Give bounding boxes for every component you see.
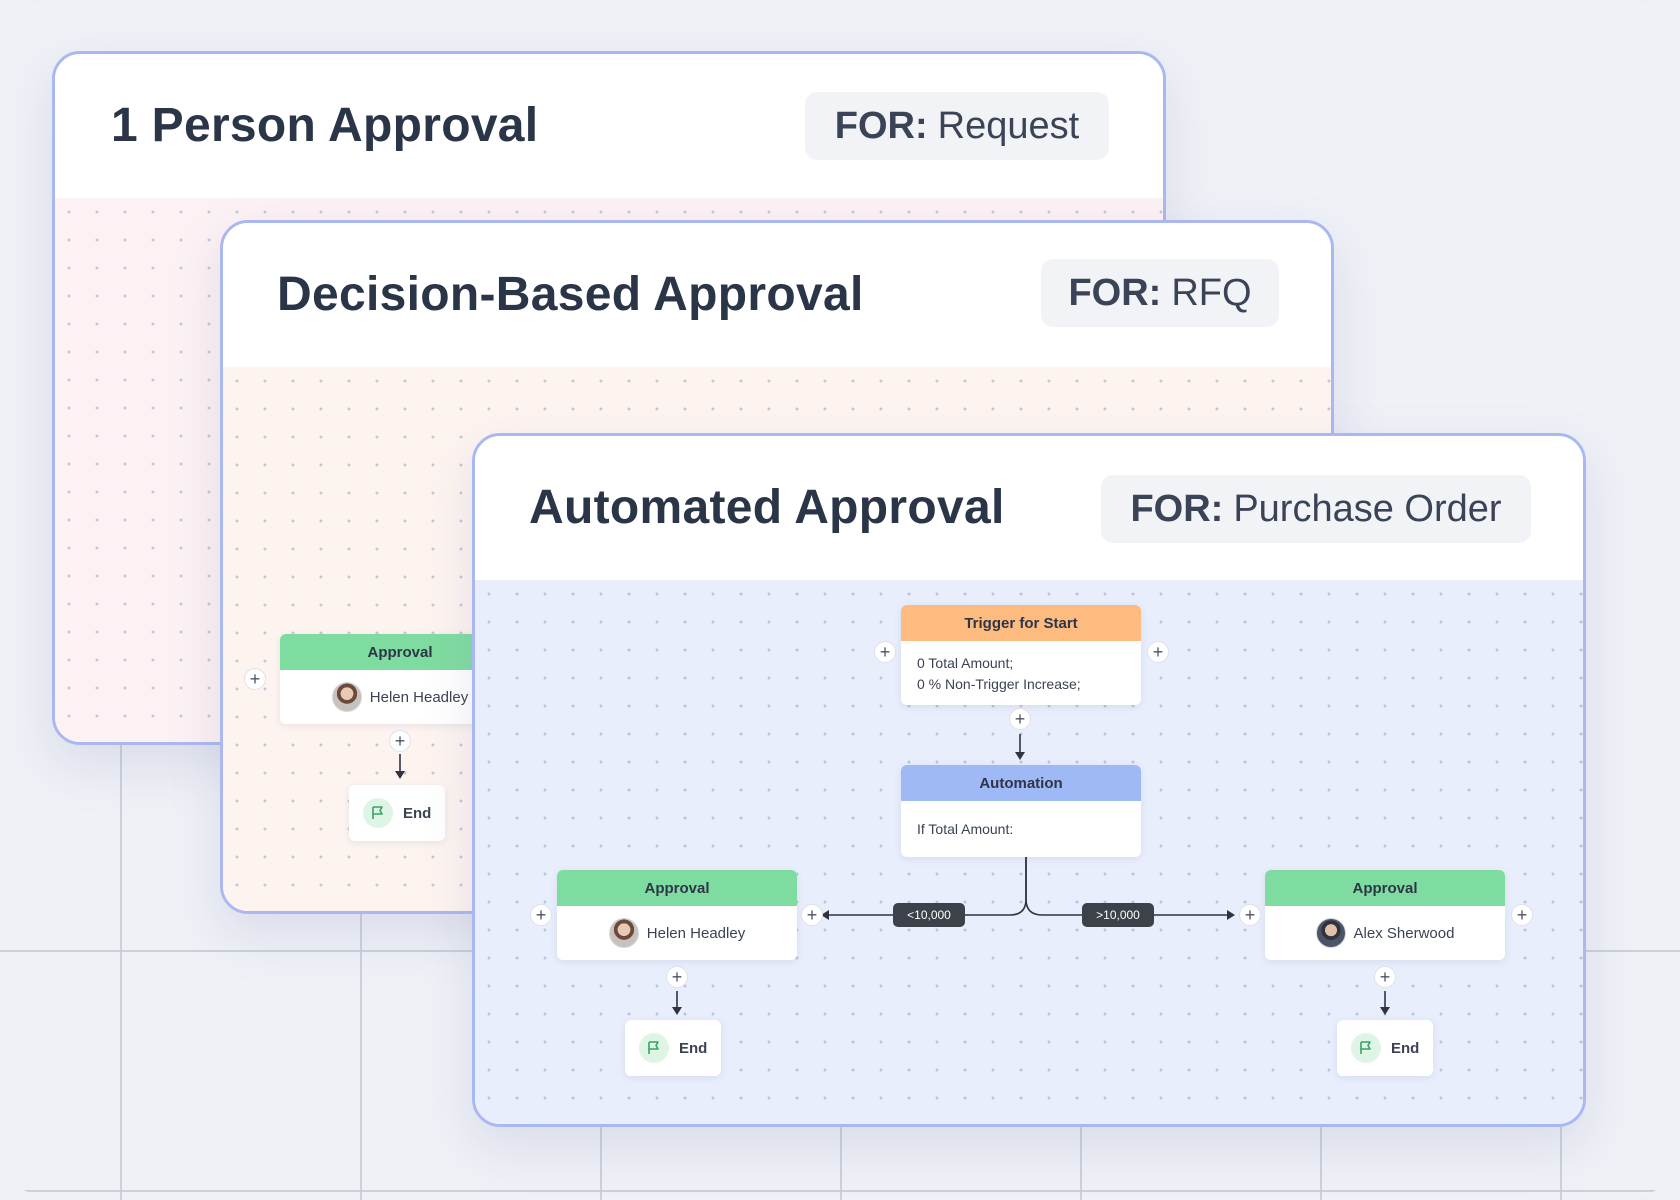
trigger-conditions: 0 Total Amount; 0 % Non-Trigger Increase… (901, 641, 1141, 705)
approver-name: Helen Headley (646, 924, 746, 942)
for-badge: FOR: Request (805, 92, 1109, 160)
flow-canvas: Trigger for Start 0 Total Amount; 0 % No… (475, 580, 1583, 1124)
plus-icon[interactable]: + (874, 641, 896, 663)
approver-name: Helen Headley (369, 688, 469, 706)
plus-icon[interactable]: + (801, 904, 823, 926)
branch-badge-greater[interactable]: >10,000 (1082, 903, 1154, 927)
card-title: Decision-Based Approval (277, 268, 864, 321)
automation-condition: If Total Amount: (917, 821, 1014, 837)
end-label: End (1391, 1039, 1420, 1057)
trigger-node[interactable]: Trigger for Start 0 Total Amount; 0 % No… (901, 605, 1141, 705)
automation-node[interactable]: Automation If Total Amount: (901, 765, 1141, 857)
for-label: FOR: (1068, 271, 1162, 314)
for-badge: FOR: Purchase Order (1101, 475, 1531, 543)
approval-node-left[interactable]: Approval Helen Headley (557, 870, 797, 960)
plus-icon[interactable]: + (1009, 708, 1031, 730)
trigger-condition: 0 % Non-Trigger Increase; (917, 675, 1081, 692)
end-label: End (679, 1039, 708, 1057)
plus-icon[interactable]: + (244, 668, 266, 690)
branch-badge-less[interactable]: <10,000 (893, 903, 965, 927)
for-value: Request (937, 104, 1080, 147)
avatar (1315, 918, 1346, 948)
trigger-condition: 0 Total Amount; (917, 654, 1014, 671)
approval-node-header: Approval (1265, 870, 1505, 906)
connector (672, 734, 1390, 1015)
plus-icon[interactable]: + (1511, 904, 1533, 926)
approver-name: Alex Sherwood (1353, 924, 1455, 942)
for-badge: FOR: RFQ (1041, 259, 1279, 327)
for-value: Purchase Order (1233, 487, 1502, 530)
flag-icon (1351, 1033, 1381, 1063)
end-label: End (403, 804, 432, 822)
card-header: 1 Person Approval FOR: Request (55, 54, 1163, 198)
card-title: 1 Person Approval (111, 99, 539, 152)
card-automated-approval[interactable]: Automated Approval FOR: Purchase Order (472, 433, 1586, 1127)
end-node[interactable]: End (349, 785, 445, 841)
flag-icon (639, 1033, 669, 1063)
approval-node-right[interactable]: Approval Alex Sherwood (1265, 870, 1505, 960)
end-node[interactable]: End (1337, 1020, 1433, 1076)
end-node[interactable]: End (625, 1020, 721, 1076)
flag-icon (363, 798, 393, 828)
avatar (331, 682, 362, 712)
card-header: Automated Approval FOR: Purchase Order (475, 436, 1583, 580)
plus-icon[interactable]: + (389, 730, 411, 752)
for-label: FOR: (834, 104, 928, 147)
avatar (608, 918, 639, 948)
approver: Helen Headley (280, 670, 520, 724)
connector (395, 754, 405, 779)
card-title: Automated Approval (529, 481, 1005, 534)
plus-icon[interactable]: + (666, 966, 688, 988)
automation-node-header: Automation (901, 765, 1141, 801)
approver: Helen Headley (557, 906, 797, 960)
trigger-node-header: Trigger for Start (901, 605, 1141, 641)
for-label: FOR: (1130, 487, 1224, 530)
for-value: RFQ (1171, 271, 1252, 314)
plus-icon[interactable]: + (1374, 966, 1396, 988)
approver: Alex Sherwood (1265, 906, 1505, 960)
card-header: Decision-Based Approval FOR: RFQ (223, 223, 1331, 367)
plus-icon[interactable]: + (1147, 641, 1169, 663)
plus-icon[interactable]: + (1239, 904, 1261, 926)
plus-icon[interactable]: + (530, 904, 552, 926)
approval-node-header: Approval (557, 870, 797, 906)
